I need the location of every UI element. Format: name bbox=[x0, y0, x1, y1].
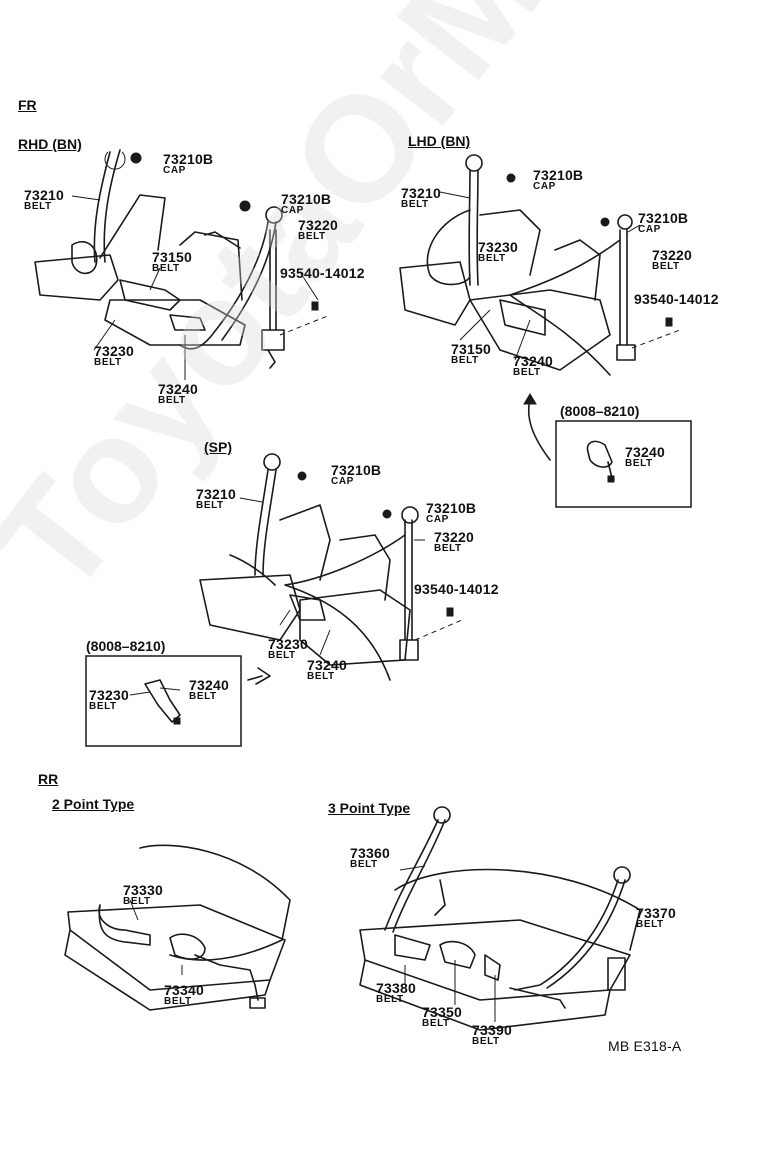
callout-part-desc: BELT bbox=[89, 701, 117, 712]
lhd-seat-drawing bbox=[399, 154, 681, 461]
callout-part-desc: BELT bbox=[189, 691, 217, 702]
callout-part-number: 73210 bbox=[24, 187, 64, 203]
callout-part-desc: BELT bbox=[422, 1018, 450, 1029]
callout-part-number: 93540-14012 bbox=[634, 291, 719, 307]
callout-part-desc: BELT bbox=[164, 996, 192, 1007]
section-2point: 2 Point Type bbox=[52, 796, 135, 812]
callout-part-number: 73230 bbox=[478, 239, 518, 255]
section-lhd: LHD (BN) bbox=[408, 133, 471, 149]
callout-part-number: 73210B bbox=[426, 500, 477, 516]
lhd-inset-box bbox=[555, 420, 692, 508]
callout-part-number: 73230 bbox=[89, 687, 129, 703]
callout-part-number: 73240 bbox=[307, 657, 347, 673]
lhd-inset-drawing bbox=[586, 440, 615, 483]
callout-part-number: 73340 bbox=[164, 982, 204, 998]
rr-3point-drawing bbox=[359, 806, 641, 1031]
sp-inset-drawing bbox=[129, 679, 181, 725]
callout-part-desc: BELT bbox=[268, 650, 296, 661]
callout-part-number: 93540-14012 bbox=[414, 581, 499, 597]
callout-part-desc: BELT bbox=[472, 1036, 500, 1047]
lhd-inset-range: (8008–8210) bbox=[560, 403, 640, 419]
callout-part-number: 93540-14012 bbox=[280, 265, 365, 281]
callout-part-number: 73390 bbox=[472, 1022, 512, 1038]
callout-part-desc: BELT bbox=[636, 919, 664, 930]
callout-part-desc: CAP bbox=[163, 165, 186, 176]
callout-part-number: 73240 bbox=[189, 677, 229, 693]
rhd-seat-drawing bbox=[34, 149, 331, 380]
callout-part-number: 73150 bbox=[152, 249, 192, 265]
callout-part-number: 73240 bbox=[158, 381, 198, 397]
callout-part-number: 73210B bbox=[533, 167, 584, 183]
callout-part-number: 73210B bbox=[638, 210, 689, 226]
callout-part-desc: CAP bbox=[638, 224, 661, 235]
callout-part-desc: BELT bbox=[434, 543, 462, 554]
callout-part-number: 73350 bbox=[422, 1004, 462, 1020]
callout-part-desc: BELT bbox=[376, 994, 404, 1005]
callout-part-desc: BELT bbox=[652, 261, 680, 272]
sp-inset-range: (8008–8210) bbox=[86, 638, 166, 654]
callout-part-number: 73360 bbox=[350, 845, 390, 861]
callout-part-desc: BELT bbox=[625, 458, 653, 469]
section-fr: FR bbox=[18, 97, 37, 113]
callout-part-number: 73210 bbox=[196, 486, 236, 502]
callout-part-number: 73210B bbox=[281, 191, 332, 207]
callout-part-number: 73380 bbox=[376, 980, 416, 996]
callout-part-desc: BELT bbox=[307, 671, 335, 682]
callout-part-number: 73240 bbox=[625, 444, 665, 460]
callout-part-number: 73230 bbox=[268, 636, 308, 652]
callout-part-desc: BELT bbox=[24, 201, 52, 212]
callout-part-number: 73330 bbox=[123, 882, 163, 898]
callout-part-desc: BELT bbox=[158, 395, 186, 406]
figure-code: MB E318-A bbox=[608, 1038, 682, 1054]
callout-part-desc: BELT bbox=[513, 367, 541, 378]
callout-part-number: 73220 bbox=[652, 247, 692, 263]
section-rr: RR bbox=[38, 771, 59, 787]
callout-part-desc: BELT bbox=[401, 199, 429, 210]
callout-part-number: 73220 bbox=[298, 217, 338, 233]
callout-part-number: 73230 bbox=[94, 343, 134, 359]
callout-part-number: 73210B bbox=[331, 462, 382, 478]
callout-part-number: 73150 bbox=[451, 341, 491, 357]
callout-part-number: 73240 bbox=[513, 353, 553, 369]
callout-part-desc: CAP bbox=[426, 514, 449, 525]
callout-part-desc: BELT bbox=[152, 263, 180, 274]
callout-part-desc: BELT bbox=[350, 859, 378, 870]
callout-part-number: 73210 bbox=[401, 185, 441, 201]
callout-part-desc: BELT bbox=[451, 355, 479, 366]
callout-part-number: 73370 bbox=[636, 905, 676, 921]
section-sp: (SP) bbox=[204, 439, 232, 455]
callout-part-desc: CAP bbox=[533, 181, 556, 192]
callout-part-desc: CAP bbox=[281, 205, 304, 216]
callout-part-desc: CAP bbox=[331, 476, 354, 487]
section-rhd: RHD (BN) bbox=[18, 136, 82, 152]
sp-seat-drawing bbox=[199, 453, 463, 685]
callout-part-desc: BELT bbox=[196, 500, 224, 511]
sp-inset-box bbox=[85, 655, 242, 747]
callout-part-desc: BELT bbox=[478, 253, 506, 264]
callout-part-number: 73210B bbox=[163, 151, 214, 167]
callout-part-number: 73220 bbox=[434, 529, 474, 545]
callout-part-desc: BELT bbox=[123, 896, 151, 907]
callout-part-desc: BELT bbox=[298, 231, 326, 242]
callout-part-desc: BELT bbox=[94, 357, 122, 368]
rr-2point-drawing bbox=[64, 844, 291, 1011]
section-3point: 3 Point Type bbox=[328, 800, 411, 816]
